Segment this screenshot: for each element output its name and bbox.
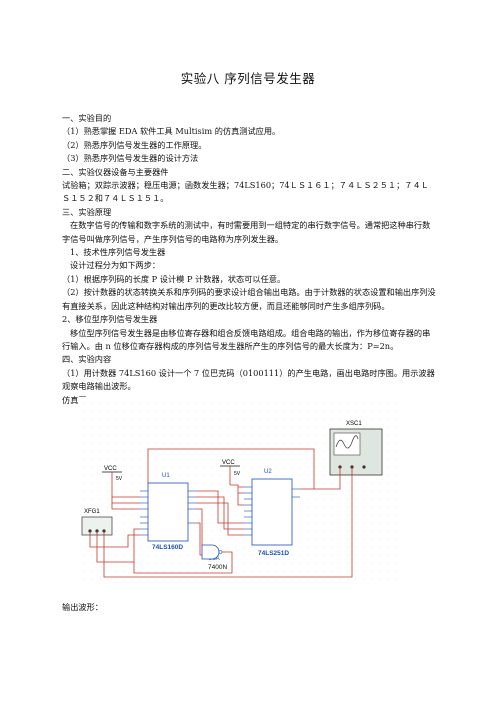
paragraph: 移位型序列信号发生器是由移位寄存器和组合反馈电路组成。组合电路的输出，作为移位寄… [62, 327, 431, 351]
subsection-heading: 2、移位型序列信号发生器 [62, 314, 158, 325]
page-title: 实验八 序列信号发生器 [180, 71, 316, 86]
svg-text:XFG1: XFG1 [84, 509, 100, 515]
paragraph: （2）按计数器的状态转换关系和序列码的要求设计组合输出电路。由于计数器的状态设置… [62, 287, 436, 311]
svg-text:U1: U1 [162, 473, 170, 479]
subsection-heading: 1、技术性序列信号发生器 [70, 247, 166, 258]
section-heading: 四、实验内容 [62, 354, 112, 365]
paragraph: （1）熟悉掌握 EDA 软件工具 Multisim 的仿真测试应用。 [62, 126, 281, 137]
paragraph: 试验箱；双踪示波器；稳压电源；函数发生器；74LS160；74ＬＳ１６１；７４Ｌ… [62, 180, 429, 204]
svg-text:VCC: VCC [222, 460, 235, 466]
chip-u1: U1 74LS160D [140, 473, 196, 551]
oscilloscope-xsc1: XSC1 [329, 421, 383, 476]
paragraph: 设计过程分为如下两步： [70, 260, 161, 271]
svg-text:7400N: 7400N [208, 564, 227, 571]
paragraph: （1）用计数器 74LS160 设计一个 7 位巴克码（0100111）的产生电… [62, 367, 435, 392]
svg-text:XSC1: XSC1 [346, 421, 362, 427]
vcc-source-1: VCC 5V [102, 466, 123, 492]
paragraph: 在数字信号的传输和数字系统的测试中，有时需要用到一组特定的串行数字信号。通常把这… [62, 220, 431, 244]
svg-text:74LS251D: 74LS251D [258, 550, 289, 557]
svg-text:5V: 5V [234, 471, 241, 477]
schematic-svg: VCC 5V U1 74LS160D [78, 397, 400, 585]
svg-text:5V: 5V [116, 476, 123, 482]
document-body: 一、实验目的 （1）熟悉掌握 EDA 软件工具 Multisim 的仿真测试应用… [62, 112, 436, 407]
svg-text:U2: U2 [264, 469, 272, 475]
paragraph: （2）熟悉序列信号发生器的工作原理。 [62, 139, 207, 150]
gate-u3a: U3A 7400N [201, 544, 227, 571]
chip-u2: U2 74LS251D [244, 469, 300, 557]
vcc-source-2: VCC 5V [220, 460, 241, 485]
paragraph: （3）熟悉序列信号发生器的设计方法 [62, 153, 199, 164]
svg-text:VCC: VCC [104, 466, 117, 472]
section-heading: 三、实验原理 [62, 206, 112, 217]
paragraph: （1）根据序列码的长度 P 设计模 P 计数器，状态可以任意。 [62, 273, 286, 284]
wires [89, 448, 353, 578]
svg-text:74LS160D: 74LS160D [152, 544, 183, 551]
section-heading: 二、实验仪器设备与主要器件 [62, 166, 169, 177]
circuit-schematic: VCC 5V U1 74LS160D [78, 397, 400, 585]
output-waveform-label: 输出波形： [62, 602, 103, 612]
section-heading: 一、实验目的 [62, 113, 112, 123]
